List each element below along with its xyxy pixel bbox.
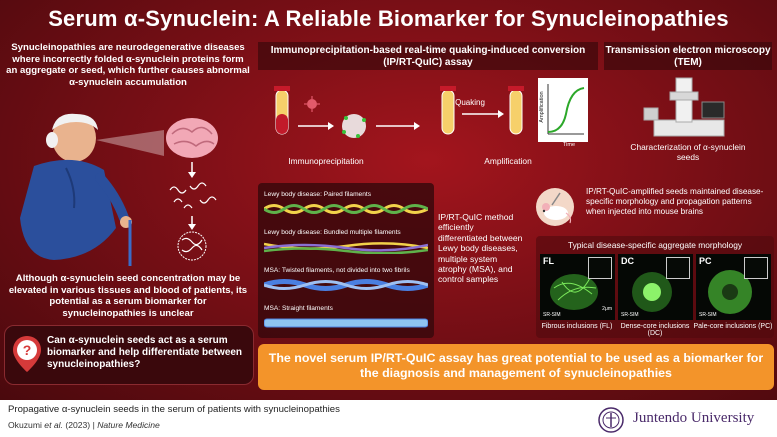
pc-pale-glow [708,270,752,314]
page-title: Serum α-Synuclein: A Reliable Biomarker … [48,6,729,31]
tem-panel: Characterization of α-synuclein seeds [604,74,772,174]
assay-diagram: Quaking Amplification Time Immunoprecipi… [258,74,598,174]
graph-x-label: Time [562,142,576,148]
conclusion-banner: The novel serum IP/RT-QuIC assay has gre… [258,344,774,390]
assay-illustration [274,78,588,142]
pc-inset [744,257,768,279]
tem-caption: Characterization of α-synuclein seeds [630,142,746,162]
microscope-illustration [643,77,725,137]
morphology-title: Typical disease-specific aggregate morph… [567,240,743,250]
citation-journal: Nature Medicine [97,420,160,430]
citation-separator: | [92,420,95,430]
immunoprecipitation-label: Immunoprecipitation [288,156,364,166]
research-question-text: Can α-synuclein seeds act as a serum bio… [47,335,243,370]
paper-title: Propagative α-synuclein seeds in the ser… [8,404,340,415]
dc-inset [666,257,690,279]
graph-y-label: Amplification [539,91,545,123]
university-seal-icon [598,407,624,433]
mouse-icon [536,188,574,226]
filament-label-2: Lewy body disease: Bundled multiple fila… [264,229,401,236]
citation-author: Okuzumi [8,420,42,430]
mouse-text: IP/RT-QuIC-amplified seeds maintained di… [586,187,764,216]
pc-image: PC SR-SIM [696,254,771,320]
scale-label: 2μm [602,306,612,312]
dc-caption: Dense-core inclusions (DC) [620,323,690,337]
question-pin-icon: ? [13,336,41,372]
twisted-filament [264,279,428,291]
dc-image: DC SR-SIM [618,254,693,320]
dc-sim: SR-SIM [621,312,639,318]
dc-dense-glow [632,272,672,312]
intro-text: Synucleinopathies are neurodegenerative … [6,42,250,88]
dc-tag: DC [621,256,634,266]
mouse-panel: IP/RT-QuIC-amplified seeds maintained di… [526,183,774,231]
university-logo: Juntendo University [597,406,767,434]
citation-etal: et al. [44,420,63,430]
fl-inset [588,257,612,279]
patient-brain-illustration [20,113,218,266]
filament-description: IP/RT-QuIC method efficiently differenti… [438,212,523,285]
pc-sim: SR-SIM [699,312,717,318]
fl-tag: FL [543,256,554,266]
citation: Okuzumi et al. (2023) | Nature Medicine [8,420,160,430]
paired-filament [264,204,428,214]
filament-label-1: Lewy body disease: Paired filaments [264,191,372,198]
amplification-label: Amplification [484,156,532,166]
tem-heading: Transmission electron microscopy (TEM) [604,42,772,70]
filament-panel: Lewy body disease: Paired filaments Lewy… [258,183,434,338]
filament-label-4: MSA: Straight filaments [264,305,333,312]
fl-image: FL SR-SIM 2μm [540,254,615,320]
question-mark: ? [23,342,32,358]
pc-tag: PC [699,256,712,266]
morphology-panel: Typical disease-specific aggregate morph… [536,236,774,338]
bundled-filament [264,242,428,254]
assay-heading: Immunoprecipitation-based real-time quak… [258,42,598,70]
straight-filament [264,318,428,328]
fl-sim: SR-SIM [543,312,561,318]
concern-text: Although α-synuclein seed concentration … [8,273,248,319]
fl-fibrous-glow [550,274,598,310]
footer: Propagative α-synuclein seeds in the ser… [0,400,777,437]
research-question-box: ? Can α-synuclein seeds act as a serum b… [4,325,254,385]
university-name: Juntendo University [633,410,755,426]
citation-year: (2023) [65,420,91,430]
pc-caption: Pale-core inclusions (PC) [693,323,773,330]
filament-label-3: MSA: Twisted filaments, not divided into… [264,267,410,274]
fl-caption: Fibrous inclusions (FL) [541,323,613,330]
quaking-label: Quaking [455,98,485,107]
